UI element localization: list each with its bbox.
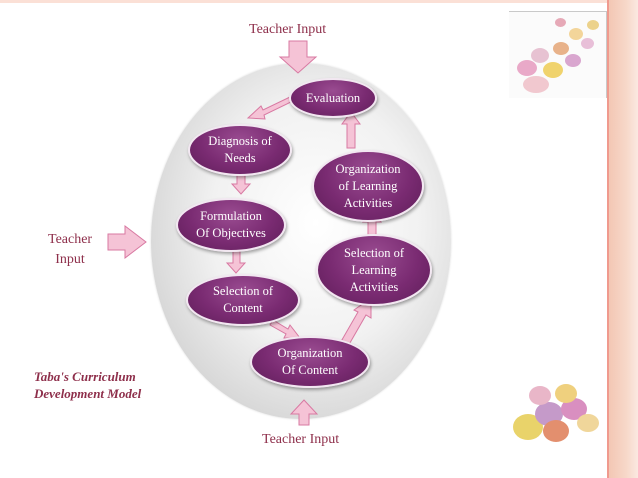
node-diagnosis-of-needs: Diagnosis of Needs <box>188 124 292 176</box>
right-border-line <box>607 0 609 478</box>
top-border <box>0 0 638 3</box>
node-formulation-of-objectives: Formulation Of Objectives <box>176 198 286 252</box>
eggs-photo-top-right <box>509 11 607 98</box>
right-border-band <box>609 0 638 478</box>
teacher-input-top-label: Teacher Input <box>249 22 327 37</box>
teacher-input-bottom-label: Teacher Input <box>262 432 340 447</box>
model-title: Taba's Curriculum Development Model <box>34 369 142 401</box>
node-organization-of-learning-activities: Organization of Learning Activities <box>312 150 424 222</box>
node-selection-of-learning-activities: Selection of Learning Activities <box>316 234 432 306</box>
top-input-arrow <box>278 40 318 74</box>
teacher-input-left-label: Teacher Input <box>48 232 93 267</box>
arrow-selection-content-to-organization-content <box>269 319 302 339</box>
left-input-arrow <box>107 224 147 260</box>
arrow-organization-activities-to-evaluation <box>341 111 361 149</box>
node-selection-of-content: Selection of Content <box>186 274 300 326</box>
node-organization-of-content: Organization Of Content <box>250 336 370 388</box>
bottom-input-arrow <box>289 399 319 426</box>
arrow-evaluation-to-diagnosis <box>246 96 292 120</box>
node-evaluation: Evaluation <box>289 78 377 118</box>
eggs-photo-bottom-right <box>509 380 606 460</box>
